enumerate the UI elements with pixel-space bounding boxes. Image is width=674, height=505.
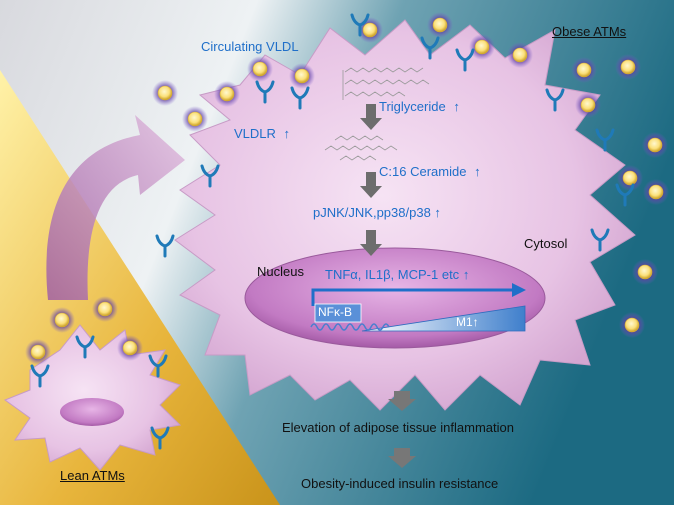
transcription-arrow-head xyxy=(512,283,526,297)
vldl-particle xyxy=(631,258,659,286)
ceramide-structure xyxy=(324,135,398,161)
pjnk-up-arrow-icon: ↑ xyxy=(434,205,441,220)
vldl-particle xyxy=(614,53,642,81)
vldl-particle xyxy=(506,41,534,69)
vldl-particle xyxy=(288,62,316,90)
triglyceride-up-arrow-icon: ↑ xyxy=(453,99,460,114)
nucleus xyxy=(244,247,546,349)
ceramide-up-arrow-icon: ↑ xyxy=(474,164,481,179)
triglyceride-text: Triglyceride xyxy=(379,99,446,114)
dna-strand xyxy=(310,323,390,331)
transcription-arrow xyxy=(311,288,515,306)
cytokines-label: TNFα, IL1β, MCP-1 etc ↑ xyxy=(325,267,469,282)
inflammation-label: Elevation of adipose tissue inflammation xyxy=(282,420,514,435)
cytokines-up-arrow-icon: ↑ xyxy=(462,267,470,282)
vldl-particle xyxy=(616,164,644,192)
vldl-particle xyxy=(24,338,52,366)
vldlr-up-arrow-icon: ↑ xyxy=(283,126,291,141)
m1-label: M1↑ xyxy=(456,315,479,329)
nfkb-box xyxy=(314,303,362,323)
vldlr-label: VLDLR ↑ xyxy=(234,126,290,141)
obese-atms-label: Obese ATMs xyxy=(552,24,627,39)
vldl-particle xyxy=(570,56,598,84)
vldl-particle xyxy=(641,131,669,159)
vldl-particle xyxy=(246,55,274,83)
vldl-particle xyxy=(426,11,454,39)
insulin-resistance-label: Obesity-induced insulin resistance xyxy=(301,476,499,491)
ceramide-label: C:16 Ceramide ↑ xyxy=(379,164,481,179)
vldl-particle xyxy=(151,79,179,107)
nfkb-label: NFκ-B xyxy=(318,305,352,319)
m1-text: M1 xyxy=(456,315,473,329)
ceramide-text: C:16 Ceramide xyxy=(379,164,467,179)
vldl-particle xyxy=(213,80,241,108)
lean-atms-label: Lean ATMs xyxy=(60,468,125,483)
m1-gradient-wedge xyxy=(361,305,526,332)
vldl-particle xyxy=(618,311,646,339)
vldl-particle xyxy=(91,295,119,323)
vldl-particle xyxy=(574,91,602,119)
cytosol-label: Cytosol xyxy=(524,236,568,251)
vldlr-text: VLDLR xyxy=(234,126,276,141)
pjnk-text: pJNK/JNK,pp38/p38 xyxy=(313,205,431,220)
pjnk-label: pJNK/JNK,pp38/p38 ↑ xyxy=(313,205,441,220)
circulating-vldl-label: Circulating VLDL xyxy=(201,39,299,54)
transition-curved-arrow xyxy=(46,115,185,300)
vldl-particle xyxy=(181,105,209,133)
triglyceride-structure xyxy=(342,67,430,100)
lean-nucleus xyxy=(60,398,124,426)
vldl-particle xyxy=(116,334,144,362)
lean-atm-cell xyxy=(3,324,182,471)
vldl-particle xyxy=(642,178,670,206)
m1-up-arrow-icon: ↑ xyxy=(472,315,479,329)
vldl-particle xyxy=(48,306,76,334)
cytokines-text: TNFα, IL1β, MCP-1 etc xyxy=(325,267,460,282)
nucleus-label: Nucleus xyxy=(257,264,304,279)
vldl-particle xyxy=(468,33,496,61)
triglyceride-label: Triglyceride ↑ xyxy=(379,99,460,114)
